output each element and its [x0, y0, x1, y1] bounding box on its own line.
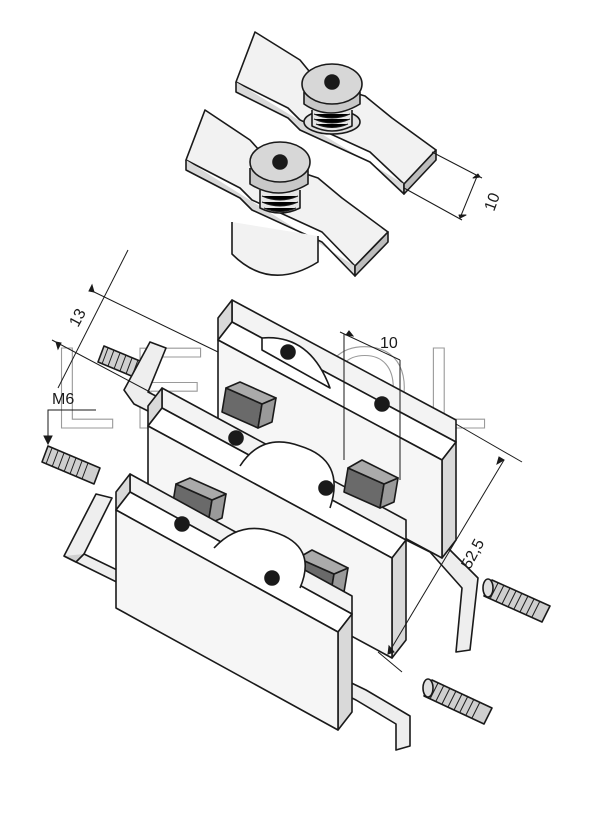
back-threaded-rod-right — [482, 578, 551, 623]
front-threaded-rod-left — [41, 445, 101, 485]
rear-plate-bolt-hole-2 — [374, 396, 390, 412]
front-plate — [115, 473, 353, 731]
front-plate-bolt-hole-2 — [264, 570, 280, 586]
overall-length-label: 52,5 — [459, 536, 489, 572]
rear-plate-bolt-hole-1 — [280, 344, 296, 360]
insert-block-upper-right — [343, 459, 399, 509]
slot-width-label: 10 — [380, 335, 398, 352]
lower-screw-hex-socket — [272, 154, 288, 170]
insert-block-upper-left — [221, 381, 277, 429]
top-clamp-assembly — [185, 31, 483, 277]
slot-width-dimension — [339, 330, 401, 480]
top-thickness-label: 10 — [482, 191, 504, 214]
overall-length-dimension — [377, 423, 523, 673]
lower-screw — [249, 141, 311, 214]
plate-spacing-dimension — [51, 249, 219, 393]
middle-plate-bolt-hole-2 — [318, 480, 334, 496]
lower-nut-body — [231, 222, 319, 277]
upper-screw — [301, 63, 363, 135]
bottom-clamp-assembly — [41, 299, 551, 751]
thread-size-dimension — [43, 409, 96, 446]
front-plate-bolt-hole-1 — [174, 516, 190, 532]
upper-screw-hex-socket — [324, 74, 340, 90]
thread-size-label: M6 — [52, 391, 74, 408]
middle-plate-bolt-hole-1 — [228, 430, 244, 446]
front-threaded-rod-right — [422, 678, 493, 725]
top-thickness-dimension — [403, 151, 483, 221]
plate-spacing-label: 13 — [67, 306, 90, 330]
